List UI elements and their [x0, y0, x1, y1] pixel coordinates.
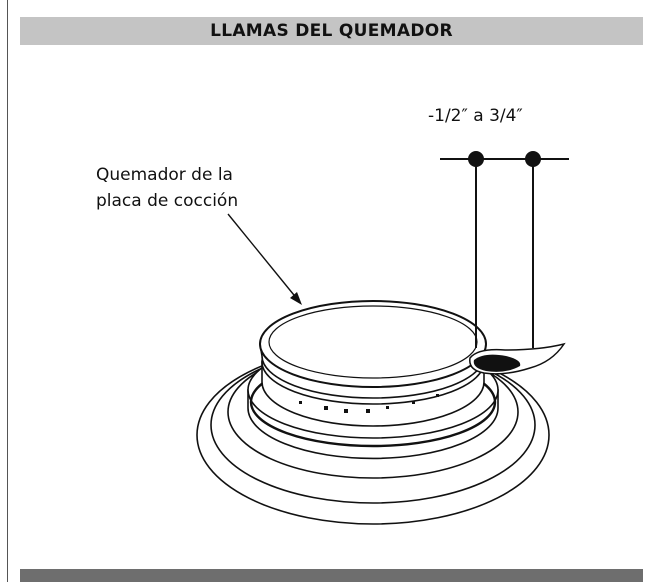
guide-dot-right	[525, 151, 541, 167]
footer-bar	[20, 569, 643, 582]
section-title: LLAMAS DEL QUEMADOR	[210, 21, 453, 41]
guide-dot-left	[468, 151, 484, 167]
burner-label-line2: placa de cocción	[96, 191, 238, 211]
left-margin-rule	[7, 0, 8, 582]
flame	[469, 342, 566, 375]
flame-height-guides	[440, 151, 569, 348]
flame-height-label: -1/2″ a 3/4″	[428, 106, 523, 126]
burner-cap-top	[259, 300, 487, 388]
burner-assembly	[196, 300, 550, 525]
leader-arrow	[227, 213, 302, 305]
burner-label-line1: Quemador de la	[96, 165, 233, 185]
section-header: LLAMAS DEL QUEMADOR	[20, 17, 643, 45]
burner-ports	[299, 394, 439, 413]
